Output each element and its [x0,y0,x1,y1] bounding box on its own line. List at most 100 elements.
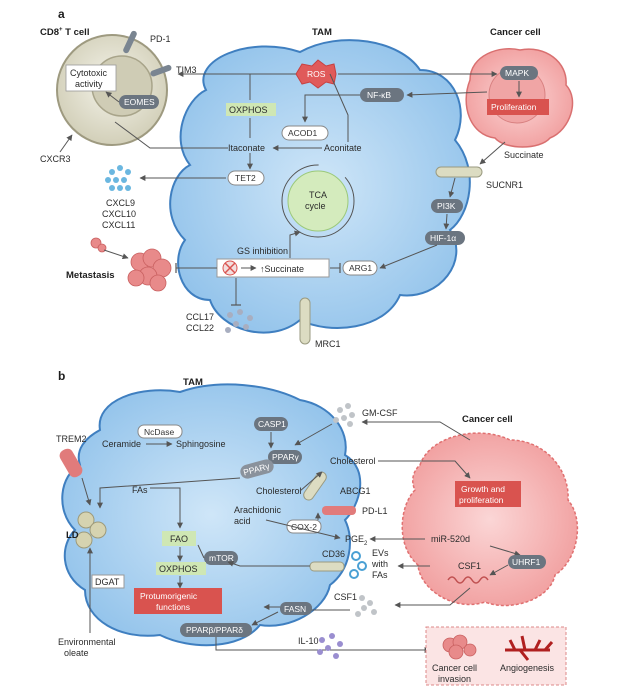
cd36-transporter [309,561,345,572]
ros-label: ROS [307,69,326,79]
mtor-label: mTOR [209,553,234,563]
fasn-label: FASN [284,604,306,614]
arg1-label: ARG1 [349,263,372,273]
cytotoxic-activity-box [65,64,117,92]
cxcl-chemokine-dots [105,165,131,191]
ppar-bd-label: PPARβ/PPARδ [186,625,243,635]
ev-vesicles [349,551,367,579]
mrc1-label: MRC1 [315,339,341,349]
cox2-pill [286,519,322,534]
tca-cycle-circle [287,170,349,232]
tam-cell-b [61,383,362,647]
aconitate-label: Aconitate [324,143,362,153]
tim3-receptor [150,64,172,77]
csf1-out-label: CSF1 [334,592,357,602]
eomes-label: EOMES [124,97,155,107]
mrc1-receptor [299,297,311,345]
csf1-gene-icon [447,576,489,584]
proliferation-label: Proliferation [491,102,537,112]
cancer-title-b: Cancer cell [462,414,513,425]
cholesterol-in-label: Cholesterol [256,486,302,496]
trem2-label: TREM2 [56,434,87,444]
oxphos-label-b: OXPHOS [159,564,198,574]
nfkb-pill [360,88,404,102]
ccl-chemokine-dots [225,309,253,333]
env-oleate-line1: Environmental [58,637,116,647]
ld-label: LD [66,530,79,541]
gmcsf-label: GM-CSF [362,408,398,418]
oxphos-box-a [226,103,276,116]
ncdase-pill [137,424,183,439]
pdl1-receptor [322,506,356,515]
cancer-cell-b [401,432,579,607]
ccl22-label: CCL22 [186,323,214,333]
mapk-pill [500,66,538,80]
tet2-pill [227,170,265,186]
lipid-droplets [75,511,107,549]
env-oleate-line2: oleate [64,648,89,658]
tca-line1: TCA [309,190,327,200]
sucnr1-label: SUCNR1 [486,180,523,190]
ceramide-label: Ceramide [102,439,141,449]
uhrf1-pill [508,555,546,569]
mapk-label: MAPK [505,68,529,78]
svg-text:CD8+ T cell: CD8+ T cell [40,27,89,38]
cd8-suffix: T cell [63,27,90,38]
hif1a-pill [425,231,465,245]
growth-proliferation-box [455,481,521,507]
pge-sub: 2 [364,541,368,547]
cytotoxic-line1: Cytotoxic [70,68,108,78]
protumorigenic-box [134,588,222,614]
oxphos-box-b [156,562,206,575]
svg-text:PGE2: PGE2 [345,534,368,547]
metastasis-label: Metastasis [66,270,115,281]
protumor-line1: Protumorigenic [140,591,198,601]
pparg-pill-upper [268,450,302,464]
pd1-receptor [123,30,137,54]
angiogenesis-vessel-icon [505,635,554,661]
sucnr1-receptor [435,166,483,178]
fasn-pill [280,602,312,615]
angiogenesis-label: Angiogenesis [500,663,555,673]
cxcl10-label: CXCL10 [102,209,136,219]
pparg-label-upper: PPARγ [272,452,300,462]
fao-box [162,531,196,546]
tam-title-a: TAM [312,27,332,38]
csf1-in-label: CSF1 [458,561,481,571]
pparg-pill-lower [240,459,274,479]
abcg1-transporter [303,471,327,501]
evs-line1: EVs [372,548,389,558]
cox2-label: COX-2 [291,522,317,532]
itaconate-label: Itaconate [228,143,265,153]
acod1-pill [281,125,329,141]
abcg1-label: ABCG1 [340,486,371,496]
proliferation-box [487,99,549,115]
pdl1-label: PD-L1 [362,506,388,516]
ccl17-label: CCL17 [186,312,214,322]
casp1-pill [254,417,288,431]
hif1a-label: HIF-1α [430,233,456,243]
csf1-dots [355,595,377,617]
tet2-label: TET2 [235,173,256,183]
cytotoxic-line2: activity [75,79,103,89]
growth-line1: Growth and [461,484,505,494]
trem2-receptor [59,448,83,478]
evs-line3: FAs [372,570,388,580]
pge-label: PGE [345,534,364,544]
cd8-sup: + [59,27,63,33]
dgat-box [91,574,125,589]
ppar-bd-pill [180,623,252,637]
nfkb-label: NF-κB [367,90,391,100]
growth-line2: proliferation [459,495,504,505]
arachidonic-line1: Arachidonic [234,505,282,515]
cancer-invasion-line1: Cancer cell [432,663,477,673]
gs-inhibition-label: GS inhibition [237,246,288,256]
cancer-title-a: Cancer cell [490,27,541,38]
tca-line2: cycle [305,201,326,211]
casp1-label: CASP1 [258,419,286,429]
eomes-pill [119,95,159,109]
invasion-cell-icon [442,634,477,660]
cholesterol-out-label: Cholesterol [330,456,376,466]
up-succinate-label: ↑Succinate [260,264,304,274]
cd8-title: CD8 [40,27,59,38]
